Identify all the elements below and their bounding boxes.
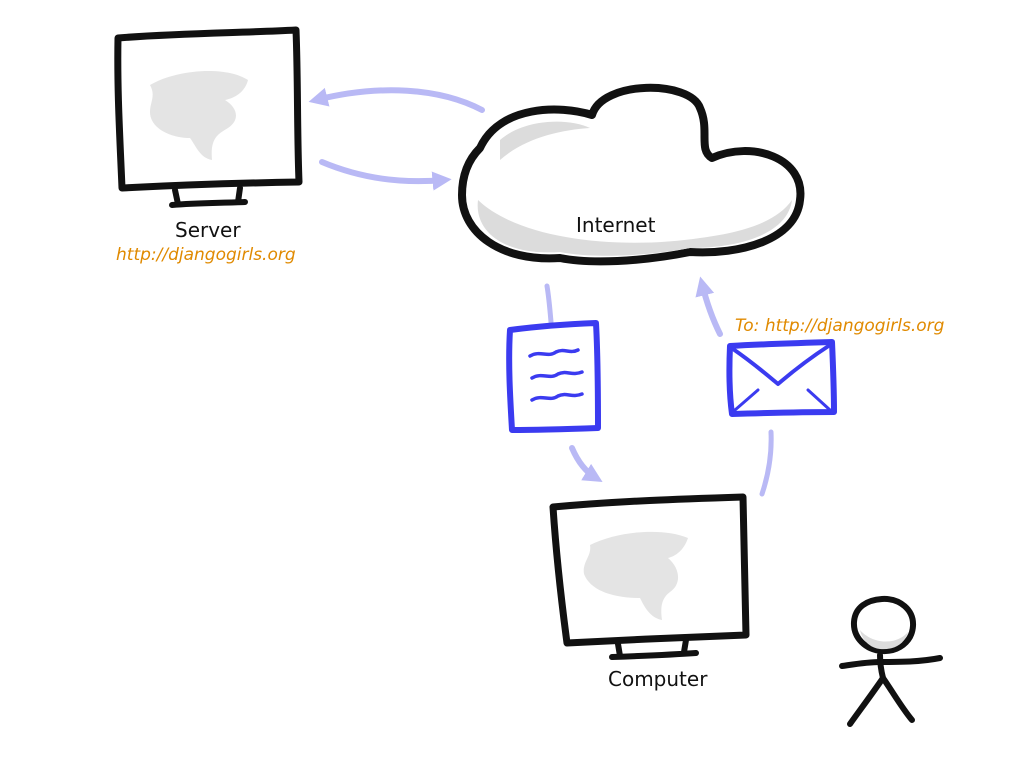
server-url-label: http://djangogirls.org: [116, 245, 296, 265]
arrows: [308, 87, 774, 497]
arrow-computer-to-envelope: [759, 429, 774, 497]
envelope-bottom-folds: [733, 388, 832, 412]
arrow-cloud-to-document: [544, 283, 554, 325]
cloud-shading: [477, 200, 792, 256]
arrow-cloud-to-server: [308, 87, 485, 113]
envelope-flap: [731, 343, 832, 386]
server-monitor: [114, 26, 303, 208]
stick-figure-arms: [839, 655, 943, 669]
server-stand: [169, 185, 248, 208]
computer-stand: [609, 637, 699, 660]
request-address-label: To: http://djangogirls.org: [735, 316, 945, 336]
document-line-2: [530, 370, 584, 380]
arrow-document-to-computer: [569, 445, 603, 482]
computer-monitor: [549, 493, 750, 660]
document-line-1: [528, 348, 580, 358]
stick-figure-legs: [847, 675, 915, 727]
arrow-server-to-cloud: [319, 159, 452, 191]
computer-screen-smudge-icon: [583, 531, 688, 620]
internet-label: Internet: [576, 213, 656, 237]
envelope-icon: [726, 339, 837, 417]
document-icon: [506, 320, 601, 433]
computer-label: Computer: [608, 667, 708, 691]
stick-figure-torso: [877, 652, 886, 681]
internet-cloud: [458, 83, 805, 266]
server-label: Server: [175, 218, 241, 242]
document-line-3: [530, 392, 584, 402]
cloud-shading-top: [500, 121, 590, 160]
server-screen-smudge-icon: [150, 70, 248, 160]
stick-figure-icon: [839, 595, 943, 727]
arrow-envelope-to-cloud: [695, 276, 723, 337]
stick-figure-head-shade: [860, 630, 908, 650]
